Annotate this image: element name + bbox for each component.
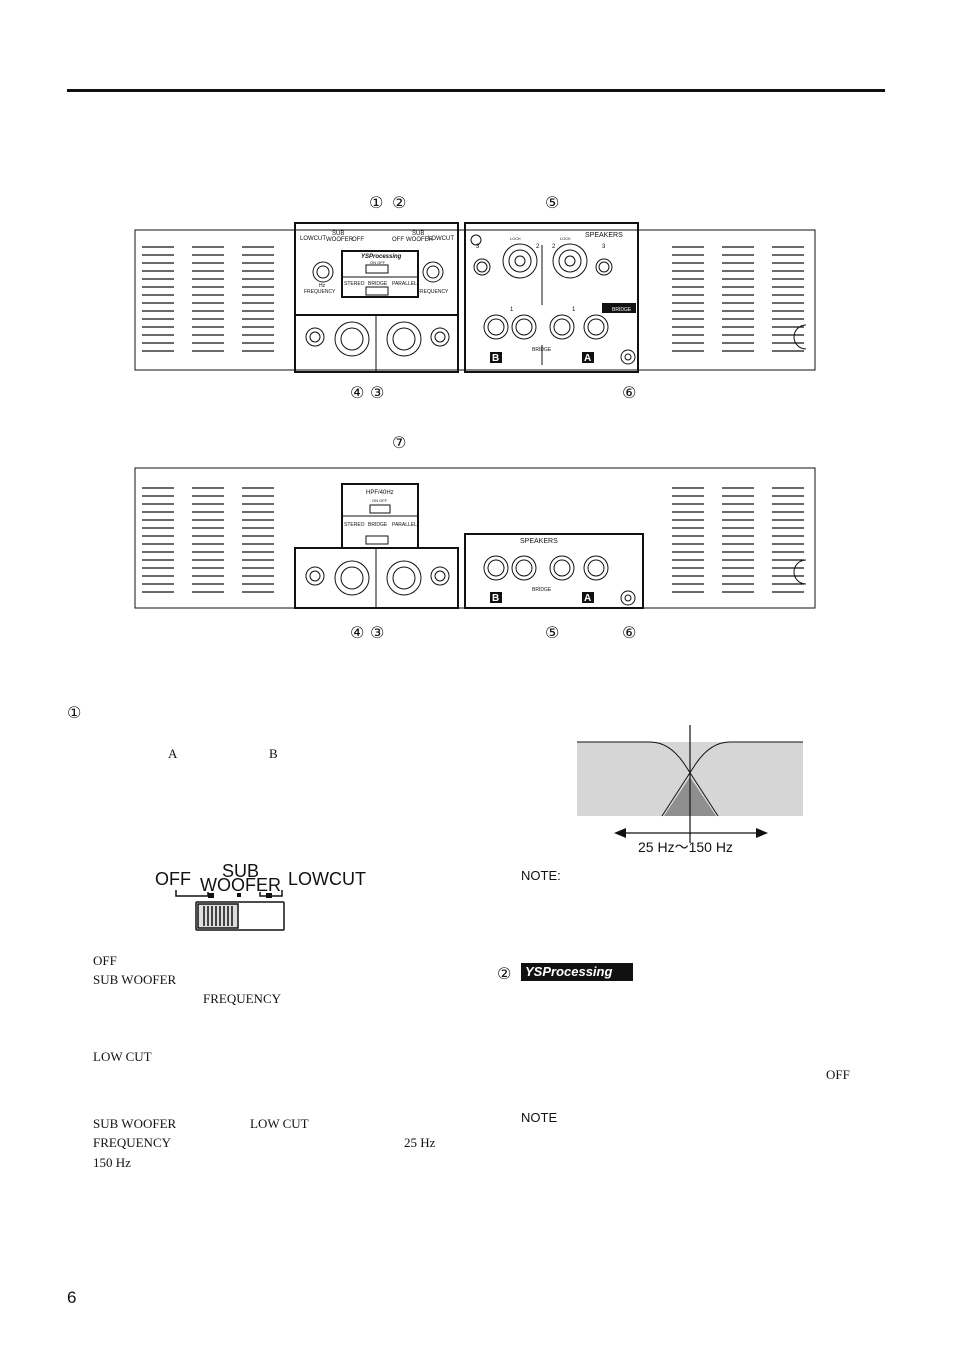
callout-4-bottom: ④ — [350, 623, 365, 642]
text-b: B — [269, 746, 278, 761]
badge-b-top — [490, 352, 502, 363]
label-b-bottom: B — [492, 593, 499, 604]
label-stereo: STEREO — [344, 281, 365, 287]
label-parallel-bottom: PARALLEL — [392, 522, 417, 528]
label-parallel: PARALLEL — [392, 281, 417, 287]
label-num3-b: 3 — [476, 244, 480, 250]
label-speakers-bottom: SPEAKERS — [520, 538, 558, 545]
switch-label-woofer: WOOFER — [200, 875, 281, 895]
label-sub-right: SUB — [412, 231, 424, 237]
range-frequency: FREQUENCY — [93, 1135, 172, 1150]
label-a-top: A — [584, 353, 591, 364]
label-lowcut-right: LOWCUT — [428, 236, 454, 242]
label-a-bottom: A — [584, 593, 591, 604]
label-num1-a: 1 — [572, 307, 576, 313]
label-frequency-right: FREQUENCY — [417, 289, 449, 295]
graph-curve-low — [577, 741, 719, 817]
badge-b-bottom — [490, 592, 502, 603]
range-subwoofer: SUB WOOFER — [93, 1116, 177, 1131]
item-lowcut: LOW CUT — [93, 1049, 152, 1064]
label-num2-b: 2 — [536, 244, 540, 250]
label-woofer-left: WOOFER — [326, 237, 354, 243]
note-1: NOTE: — [521, 868, 561, 883]
range-lowcut: LOW CUT — [250, 1116, 309, 1131]
label-hpf: HPF/40Hz — [366, 490, 394, 496]
label-speakers-top: SPEAKERS — [585, 232, 623, 239]
ys-processing-logo-text: YSProcessing — [525, 964, 613, 979]
badge-a-top — [582, 352, 594, 363]
label-ys: YSProcessing — [361, 254, 402, 260]
label-bridge-bottom: BRIDGE — [532, 587, 552, 593]
section1-marker: ① — [67, 703, 82, 722]
note-2: NOTE — [521, 1110, 558, 1125]
label-bridge-top: BRIDGE — [532, 347, 552, 353]
label-lock-a: LOCK — [560, 236, 571, 241]
page-number: 6 — [67, 1288, 77, 1307]
label-b-top: B — [492, 353, 499, 364]
mode-switch-figure: OFF SUB WOOFER LOWCUT — [155, 861, 366, 931]
ys-processing-logo: YSProcessing — [521, 963, 633, 981]
callout-4-top: ④ — [350, 383, 365, 402]
callout-6-top: ⑥ — [622, 383, 637, 402]
label-num3-a: 3 — [602, 244, 606, 250]
label-stereo-bottom: STEREO — [344, 522, 365, 528]
graph-range-label: 25 Hz～150 Hz — [638, 839, 733, 855]
rear-panel-bottom-illustration: HPF/40Hz ON OFF STEREO BRIDGE PARALLEL S… — [134, 467, 816, 609]
switch-label-lowcut: LOWCUT — [288, 869, 366, 889]
label-off-left: OFF — [352, 237, 364, 243]
label-bridge-mode-bottom: BRIDGE — [368, 522, 388, 528]
section2-marker: ② — [497, 964, 512, 983]
label-on-off: ON OFF — [370, 260, 386, 265]
text-a: A — [168, 746, 178, 761]
graph-arrow-right — [756, 828, 768, 838]
label-bridge-tag: BRIDGE — [612, 307, 632, 313]
item-subwoofer: SUB WOOFER — [93, 972, 177, 987]
ys-off: OFF — [826, 1067, 850, 1082]
label-hz-left: Hz — [319, 283, 326, 289]
header-rule — [67, 89, 885, 92]
item-frequency: FREQUENCY — [203, 991, 282, 1006]
callout-6-bottom: ⑥ — [622, 623, 637, 642]
badge-a-bottom — [582, 592, 594, 603]
range-from: 25 Hz — [404, 1135, 436, 1150]
label-lock-b: LOCK — [510, 236, 521, 241]
switch-label-off: OFF — [155, 869, 191, 889]
label-num1-b: 1 — [510, 307, 514, 313]
label-num2-a: 2 — [552, 244, 556, 250]
label-off-right: OFF — [392, 237, 404, 243]
callout-3-top: ③ — [370, 383, 385, 402]
label-sub-left: SUB — [332, 231, 344, 237]
callout-1-top: ① — [369, 193, 384, 212]
bridge-tag-bg — [602, 303, 636, 313]
label-woofer-right: WOOFER — [406, 237, 434, 243]
callout-5-top: ⑤ — [545, 193, 560, 212]
item-off: OFF — [93, 953, 117, 968]
label-frequency-left: FREQUENCY — [304, 289, 336, 295]
crossover-graph: 25 Hz～150 Hz — [577, 725, 803, 855]
callout-2-top: ② — [392, 193, 407, 212]
label-lowcut-left: LOWCUT — [300, 236, 326, 242]
label-bridge-mode: BRIDGE — [368, 281, 388, 287]
label-on-off-bottom: ON OFF — [372, 498, 388, 503]
callout-3-bottom: ③ — [370, 623, 385, 642]
callout-5-bottom: ⑤ — [545, 623, 560, 642]
graph-arrow-left — [614, 828, 626, 838]
switch-label-sub: SUB — [222, 861, 259, 881]
callout-7-bottom: ⑦ — [392, 433, 407, 452]
range-to: 150 Hz — [93, 1155, 131, 1170]
rear-panel-top-illustration: LOWCUT SUB WOOFER OFF OFF SUB WOOFER LOW… — [134, 222, 816, 373]
graph-curve-high — [661, 741, 803, 817]
